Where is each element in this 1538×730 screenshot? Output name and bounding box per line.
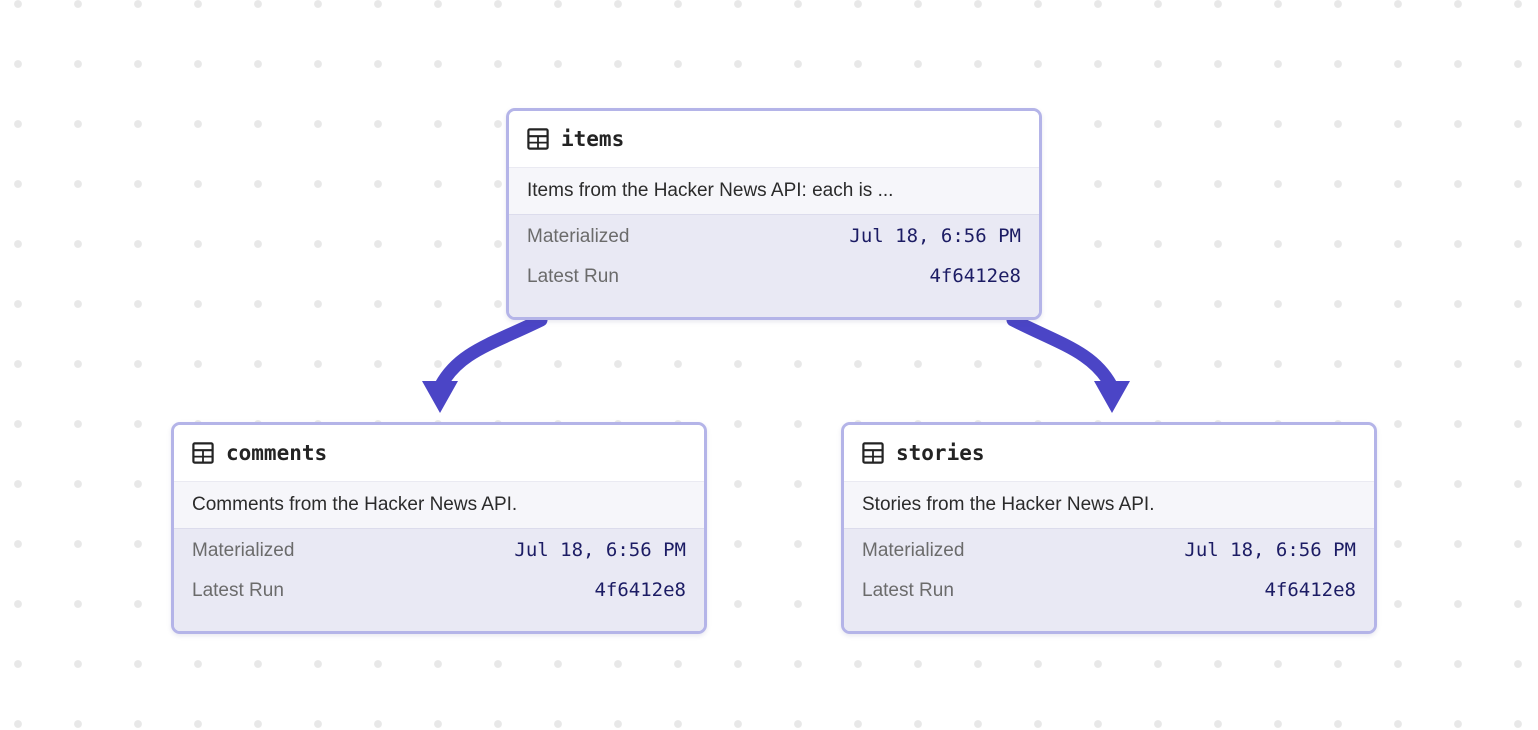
meta-label-materialized: Materialized [862, 540, 965, 561]
node-header: comments [174, 425, 704, 481]
node-description: Items from the Hacker News API: each is … [509, 167, 1039, 214]
table-icon [527, 128, 549, 150]
node-description: Comments from the Hacker News API. [174, 481, 704, 528]
meta-row-latest-run: Latest Run 4f6412e8 [527, 265, 1021, 305]
node-footer: Materialized Jul 18, 6:56 PM Latest Run … [174, 528, 704, 631]
meta-label-latest-run: Latest Run [527, 266, 619, 287]
meta-value-materialized: Jul 18, 6:56 PM [1184, 539, 1356, 561]
meta-label-materialized: Materialized [527, 226, 630, 247]
meta-row-materialized: Materialized Jul 18, 6:56 PM [527, 225, 1021, 265]
table-icon [862, 442, 884, 464]
edge-items-to-stories [1006, 313, 1130, 413]
node-title: stories [896, 441, 985, 465]
node-description: Stories from the Hacker News API. [844, 481, 1374, 528]
meta-value-materialized: Jul 18, 6:56 PM [514, 539, 686, 561]
meta-value-latest-run[interactable]: 4f6412e8 [1264, 579, 1356, 601]
table-icon [192, 442, 214, 464]
node-title: items [561, 127, 625, 151]
meta-row-latest-run: Latest Run 4f6412e8 [862, 579, 1356, 619]
asset-node-comments[interactable]: comments Comments from the Hacker News A… [171, 422, 707, 634]
meta-label-latest-run: Latest Run [192, 580, 284, 601]
node-footer: Materialized Jul 18, 6:56 PM Latest Run … [509, 214, 1039, 317]
asset-node-stories[interactable]: stories Stories from the Hacker News API… [841, 422, 1377, 634]
edge-items-to-comments [422, 313, 548, 413]
meta-value-materialized: Jul 18, 6:56 PM [849, 225, 1021, 247]
meta-value-latest-run[interactable]: 4f6412e8 [594, 579, 686, 601]
node-title: comments [226, 441, 328, 465]
meta-row-latest-run: Latest Run 4f6412e8 [192, 579, 686, 619]
node-header: stories [844, 425, 1374, 481]
meta-row-materialized: Materialized Jul 18, 6:56 PM [862, 539, 1356, 579]
meta-label-latest-run: Latest Run [862, 580, 954, 601]
asset-node-items[interactable]: items Items from the Hacker News API: ea… [506, 108, 1042, 320]
node-footer: Materialized Jul 18, 6:56 PM Latest Run … [844, 528, 1374, 631]
meta-label-materialized: Materialized [192, 540, 295, 561]
meta-value-latest-run[interactable]: 4f6412e8 [929, 265, 1021, 287]
meta-row-materialized: Materialized Jul 18, 6:56 PM [192, 539, 686, 579]
node-header: items [509, 111, 1039, 167]
